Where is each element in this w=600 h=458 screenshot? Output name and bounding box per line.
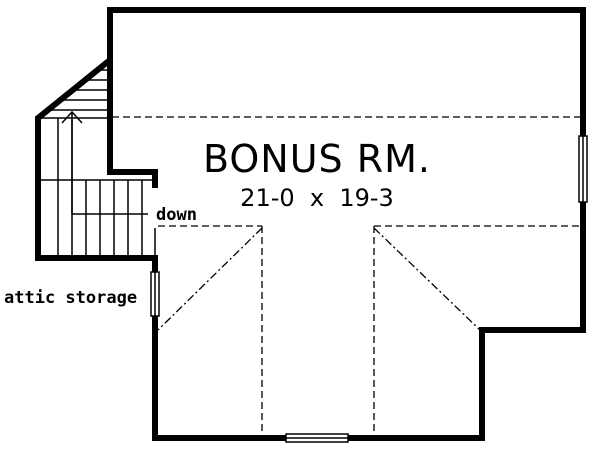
attic-storage-label: attic storage [4,288,137,308]
attic-door [150,271,160,317]
window-right [578,135,588,203]
valley-line-left [157,227,263,331]
valley-line-right [373,227,481,331]
stair-wall [107,57,158,188]
room-dimensions: 21-0 x 19-3 [240,184,394,212]
room-name: BONUS RM. [203,137,431,181]
stairs-label: down [156,205,197,225]
exterior-wall [35,7,586,441]
window-bottom [285,433,349,443]
stair-treads [40,69,155,258]
stair-arrow-icon [61,110,148,215]
